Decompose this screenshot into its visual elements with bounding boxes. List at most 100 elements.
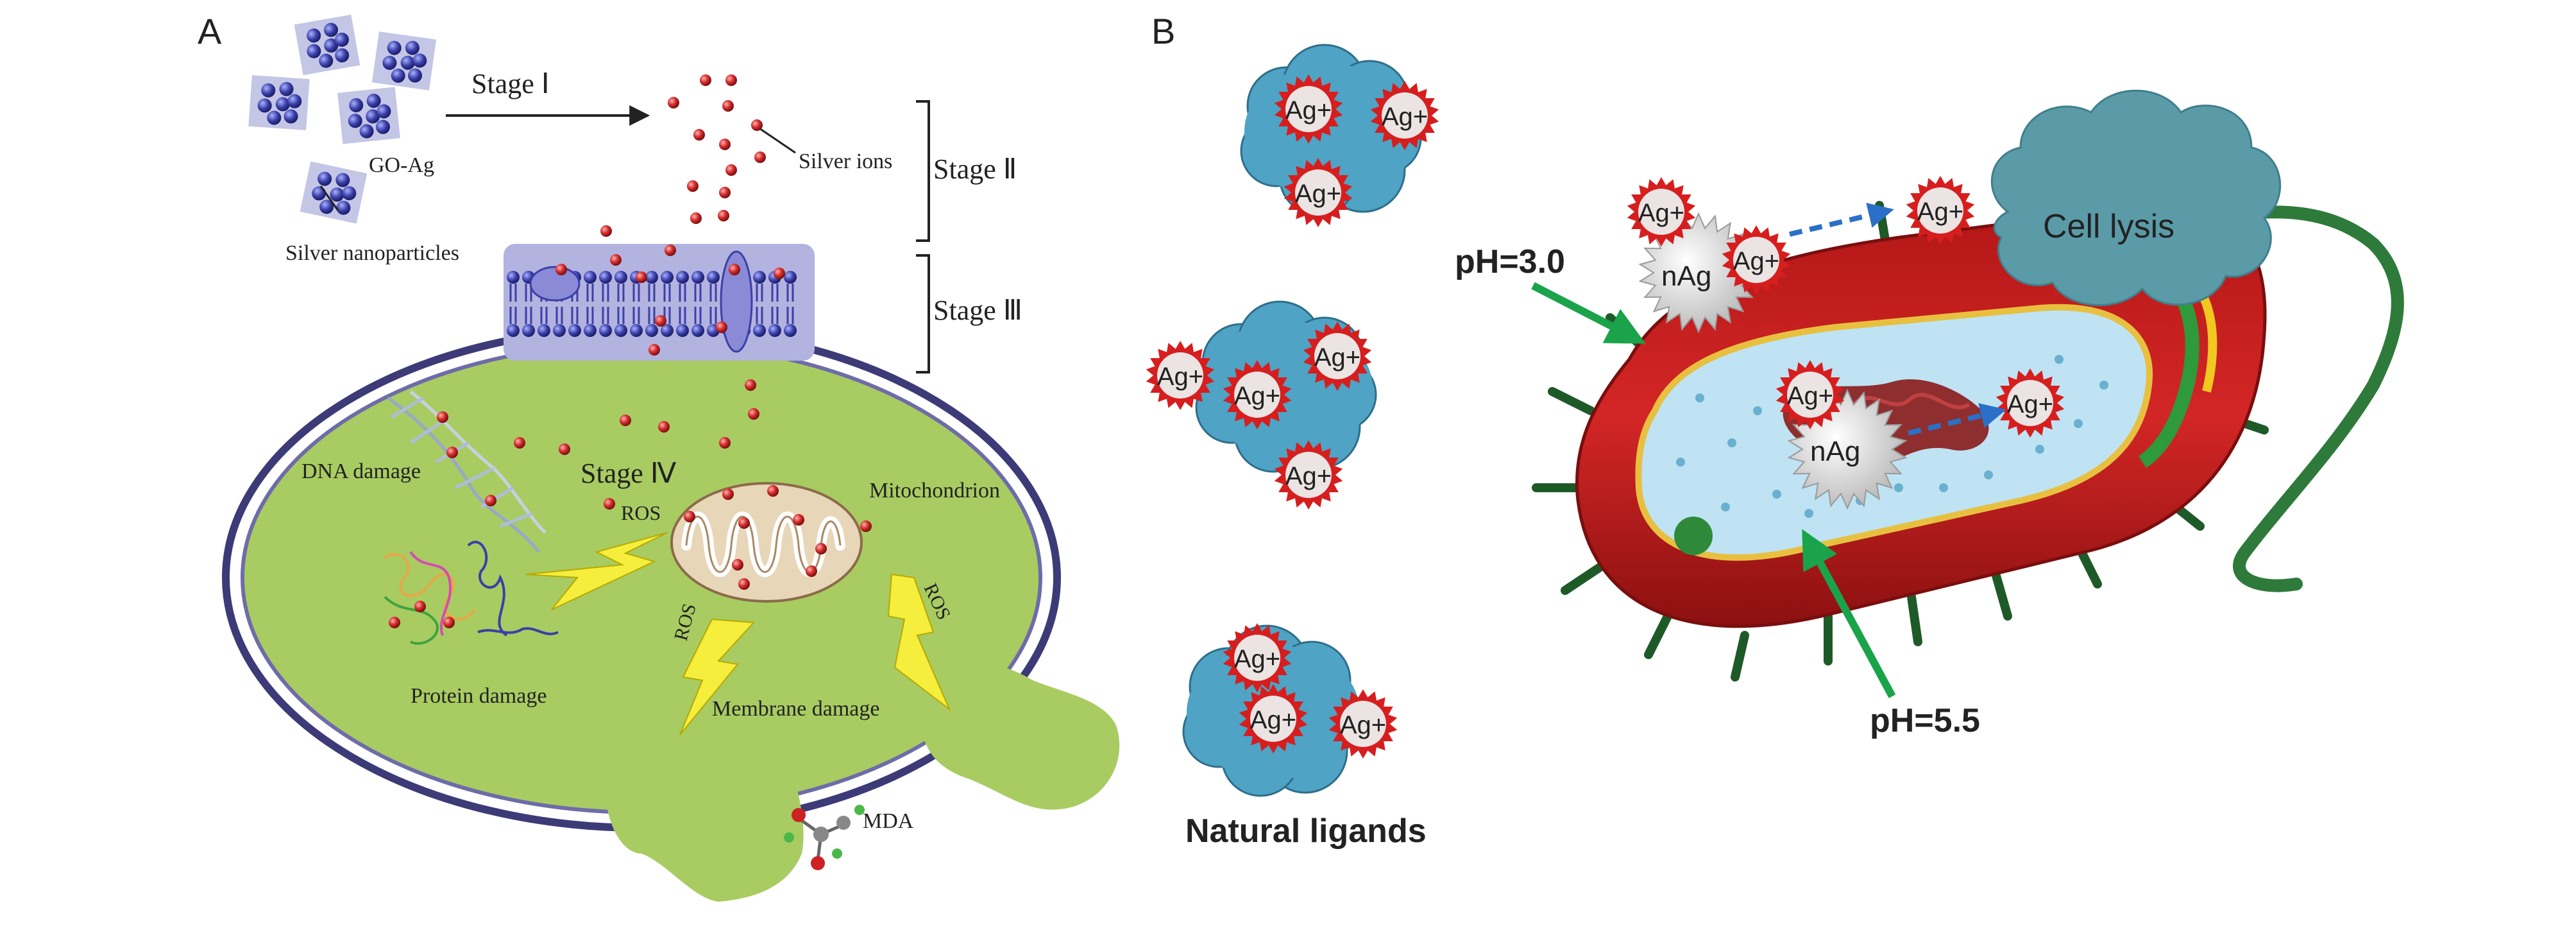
pilus xyxy=(1907,592,1922,646)
dashed-arrow-top xyxy=(1789,202,1894,237)
lipid-head xyxy=(784,324,797,337)
silver-ion xyxy=(687,180,699,192)
silver-nanoparticle xyxy=(319,53,334,68)
silver-nanoparticle xyxy=(330,187,344,202)
pilus xyxy=(1731,631,1749,682)
membrane-bleb-left xyxy=(605,744,804,902)
cytoplasm-granule xyxy=(2055,355,2063,364)
silver-ion xyxy=(684,511,695,522)
cytoplasm-granule xyxy=(1772,490,1781,499)
silver-ion xyxy=(658,421,670,433)
ag-ion-badge: Ag+ xyxy=(1223,623,1292,692)
ph-5-arrow xyxy=(1802,529,1896,698)
ag-ion-label: Ag+ xyxy=(1250,706,1296,734)
silver-nanoparticle xyxy=(400,55,415,70)
silver-ion xyxy=(725,164,737,176)
dna-damage-label: DNA damage xyxy=(301,460,421,483)
ag-ion-badge: Ag+ xyxy=(1274,74,1343,144)
lipid-head xyxy=(630,324,643,337)
silver-ion xyxy=(437,411,448,423)
silver-ion xyxy=(555,264,567,275)
silver-nanoparticle xyxy=(366,94,381,108)
lipid-head xyxy=(645,271,658,284)
natural-ligands-label: Natural ligands xyxy=(1185,812,1427,850)
silver-ion xyxy=(719,139,731,150)
membrane-patch xyxy=(504,244,815,361)
ag-ion-label: Ag+ xyxy=(1638,199,1684,227)
mitochondrion-label: Mitochondrion xyxy=(869,479,1000,503)
silver-ion xyxy=(815,543,827,554)
silver-ion xyxy=(668,97,679,108)
silver-nanoparticle xyxy=(307,28,321,43)
lipid-head xyxy=(599,271,612,284)
silver-ion xyxy=(690,212,702,224)
silver-ion xyxy=(636,271,647,283)
ag-ion-label: Ag+ xyxy=(1285,462,1332,490)
ribosome-body xyxy=(1674,517,1713,555)
protein-structures xyxy=(384,540,559,645)
silver-ion xyxy=(700,74,711,86)
silver-ion xyxy=(716,322,727,333)
silver-ion xyxy=(600,225,612,237)
stage-2-bracket xyxy=(916,100,930,242)
membrane-protein-1 xyxy=(529,266,580,302)
silver-ion xyxy=(514,437,525,449)
panel-a-label: A xyxy=(198,11,222,51)
lipid-head xyxy=(553,324,566,337)
ph-3-arrow xyxy=(1531,282,1646,344)
silver-nanoparticles-label: Silver nanoparticles xyxy=(285,241,459,265)
cytoplasm-granule xyxy=(1676,458,1685,467)
silver-ion xyxy=(414,601,426,612)
ag-ion-label: Ag+ xyxy=(1382,103,1428,131)
silver-nanoparticle xyxy=(275,97,290,112)
silver-nanoparticle xyxy=(342,186,357,201)
mda-label: MDA xyxy=(863,809,914,833)
ag-ion-label: Ag+ xyxy=(1234,382,1280,410)
cytoplasm-granule xyxy=(1695,393,1704,402)
nag-label-middle: nAg xyxy=(1810,436,1860,467)
ag-ion-badges: Ag+Ag+Ag+Ag+Ag+Ag+Ag+Ag+Ag+Ag+Ag+Ag+Ag+A… xyxy=(1146,74,2065,759)
cytoplasm-granule xyxy=(1753,406,1762,415)
silver-ion xyxy=(725,74,737,86)
mda-molecule xyxy=(784,805,865,870)
lipid-head xyxy=(507,271,520,284)
lipid-head xyxy=(661,271,674,284)
silver-ion xyxy=(719,437,731,449)
silver-ion xyxy=(446,447,458,458)
panel-b-label: B xyxy=(1151,11,1175,51)
cytoplasm-granule xyxy=(1804,509,1813,518)
ag-ion-label: Ag+ xyxy=(1157,363,1203,391)
lipid-head xyxy=(691,324,704,337)
silver-ion xyxy=(860,520,872,532)
lipid-head xyxy=(768,324,781,337)
ros-label-top: ROS xyxy=(621,501,661,524)
pilus xyxy=(1644,612,1672,659)
ros-bolt-left xyxy=(525,532,668,610)
silver-ion xyxy=(751,119,763,131)
membrane-protein-2 xyxy=(720,250,753,353)
nag-label-top: nAg xyxy=(1661,261,1711,292)
silver-nanoparticle xyxy=(324,22,339,37)
ag-ion-badge: Ag+ xyxy=(1722,225,1791,295)
lipid-head xyxy=(599,324,612,337)
pilus xyxy=(1990,567,2012,621)
silver-nanoparticle xyxy=(287,94,302,108)
flagellum xyxy=(2207,205,2404,592)
silver-nanoparticle xyxy=(382,55,397,70)
silver-ion xyxy=(722,100,734,112)
silver-nanoparticle xyxy=(359,124,374,139)
silver-ion xyxy=(443,617,455,628)
silver-ion xyxy=(732,559,743,571)
stage-2-label: Stage Ⅱ xyxy=(933,153,1017,185)
lipid-head xyxy=(784,271,797,284)
go-ag-sheets xyxy=(248,14,437,224)
ag-ion-label: Ag+ xyxy=(1787,382,1833,410)
go-ag-sheet xyxy=(337,87,400,144)
lipid-head xyxy=(614,324,627,337)
silver-nanoparticle xyxy=(267,110,282,125)
ag-ion-badge: Ag+ xyxy=(1284,158,1353,227)
ag-ion-label: Ag+ xyxy=(1285,96,1332,125)
ag-ion-badge: Ag+ xyxy=(1906,176,1975,245)
silver-ion xyxy=(754,151,766,163)
